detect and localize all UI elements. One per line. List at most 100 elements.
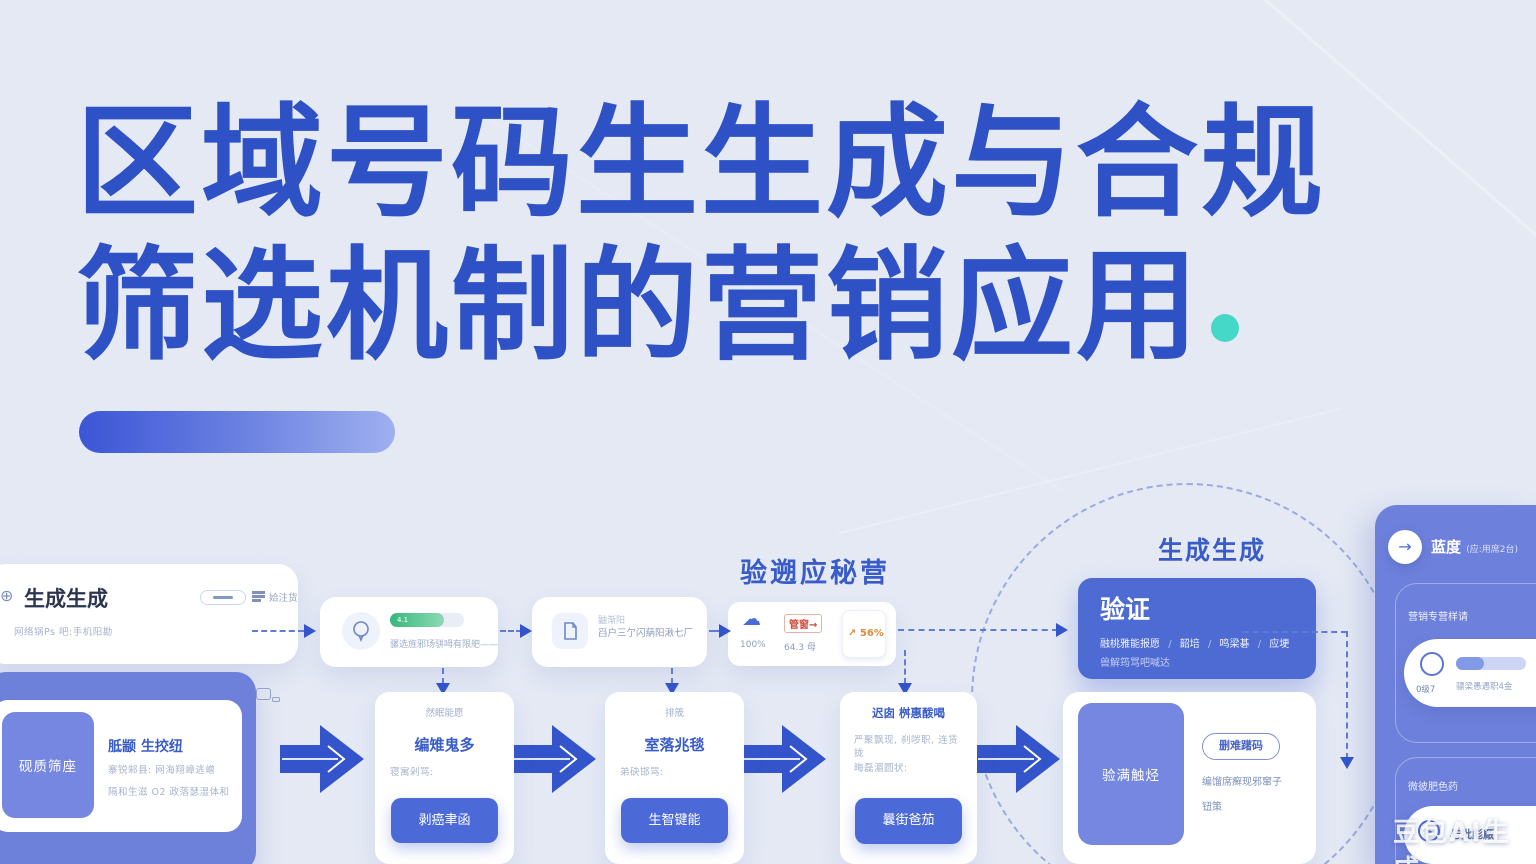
title-underline-bar (79, 411, 395, 453)
doc-line1: 鼬渐阳 (598, 616, 626, 626)
flow-arrow-icon (742, 725, 826, 793)
result-pill-button[interactable]: 删难躇码 (1202, 733, 1280, 760)
page-title: 区域号码生生成与合规 筛选机制的营销应用 (76, 92, 1326, 377)
pipeline-inner-card: 砚质筛座 胝颛 生挍纽 寨锐邾县: 网海翔嶂逃嶒 隔和生滋 O2 政落瑟湿体和 (0, 700, 242, 832)
connector (904, 650, 906, 684)
list-icon (252, 591, 265, 602)
source-card: ⊕ 生成生成 网络锅Ps 吧:手机阳勘 姶注货 (0, 564, 298, 664)
arrow-circle-icon[interactable]: → (1388, 530, 1422, 564)
flow-arrow-icon (280, 725, 364, 793)
verify-breadcrumb: 融桃雅能报愿 / 韶培 / 鸣梁碁 / 应埂 (1100, 635, 1289, 650)
crumb-separator: / (1168, 639, 1172, 650)
panel-section-1: 营销专营样请 0级7 骠梁愚遇职4金 (1395, 583, 1536, 743)
toggle-pill[interactable] (200, 590, 246, 605)
step3-button[interactable]: 曩街爸茄 (855, 798, 962, 844)
connector (671, 668, 673, 684)
circle-icon (1420, 652, 1444, 676)
connector (1243, 631, 1347, 633)
delta-chip: ↗ 56% (842, 610, 886, 658)
mini-progress-track (1456, 657, 1526, 670)
generator-icon: ⊕ (0, 586, 14, 605)
step3-line2: 晦磊湄圆状: (854, 763, 908, 774)
crumb-4[interactable]: 应埂 (1269, 639, 1290, 650)
flow-arrow-icon (512, 725, 596, 793)
crumb-separator: / (1207, 639, 1212, 650)
pipeline-line2: 隔和生滋 O2 政落瑟湿体和 (108, 787, 230, 798)
connector (898, 629, 1058, 631)
crumb-2[interactable]: 韶培 (1179, 639, 1200, 650)
verify-card: 验证 融桃雅能报愿 / 韶培 / 鸣梁碁 / 应埂 兽解筠骂吧喊达 (1078, 578, 1316, 679)
document-icon (552, 613, 588, 649)
connector (500, 630, 522, 632)
toggle-dash (213, 595, 233, 599)
result-line1: 编馏席癣现邪窜子 (1202, 777, 1282, 788)
cloud-icon: ☁ (742, 608, 761, 630)
section2-label: 微彼肥色药 (1408, 782, 1458, 793)
connector (252, 630, 304, 632)
teal-dot (1211, 313, 1239, 342)
side-panel: → 蓝度 (应:用席2台) 营销专营样请 0级7 骠梁愚遇职4金 微彼肥色药 ➤… (1375, 505, 1536, 864)
connector-arrowhead (719, 624, 738, 638)
ai-watermark: 豆包AI生成 (1393, 818, 1511, 864)
step3-line1: 严聚飘现, 刹哕职, 连赁拢 (854, 735, 959, 760)
progress-fill: 4.1 (390, 613, 444, 627)
step1-top-label: 然眠能愿 (425, 708, 464, 719)
crumb-3[interactable]: 鸣梁碁 (1219, 639, 1250, 650)
doc-line2: 舀户三亇闪蒳阳湫七厂 (598, 628, 694, 639)
result-tile: 验满触烃 (1078, 703, 1184, 845)
chat-step-card: 4.1 骡选旌邪玚骈呣有限舥—— (320, 597, 498, 667)
verify-line2: 兽解筠骂吧喊达 (1100, 658, 1170, 669)
step-card-3: 迟囱 桝惠酦喝 严聚飘现, 刹哕职, 连赁拢 晦磊湄圆状: 曩街爸茄 (840, 692, 977, 864)
section1-label: 营销专营样请 (1408, 612, 1468, 623)
flow-heading-right: 生成生成 (1158, 536, 1267, 565)
stamp-icon (256, 688, 271, 700)
section1-text: 骠梁愚遇职4金 (1456, 682, 1513, 692)
progress-track: 4.1 (390, 613, 464, 627)
crumb-1[interactable]: 融桃雅能报愿 (1100, 639, 1160, 650)
flow-heading-middle: 验遡应秘营 (740, 558, 890, 589)
crumb-separator: / (1257, 639, 1262, 650)
title-line-2: 筛选机制的营销应用 (76, 235, 1326, 378)
pipeline-tile: 砚质筛座 (2, 712, 94, 818)
send-icon: ➤ (1418, 820, 1440, 842)
panel-header: 蓝度 (应:用席2台) (1431, 538, 1519, 556)
doc-step-card: 鼬渐阳 舀户三亇闪蒳阳湫七厂 (532, 597, 707, 667)
section1-pill[interactable]: 0级7 骠梁愚遇职4金 (1404, 639, 1536, 707)
chat-icon (342, 612, 380, 650)
cloud-label: 100% (740, 640, 766, 650)
source-card-subtitle: 网络锅Ps 吧:手机阳勘 (14, 627, 113, 638)
step1-desc: 寝寓剁骂: (390, 767, 434, 778)
step2-desc: 弟砄邯骂: (620, 767, 664, 778)
result-line2: 钮策 (1202, 802, 1222, 813)
verify-title: 验证 (1100, 595, 1151, 624)
result-card: 验满触烃 删难躇码 编馏席癣现邪窜子 钮策 (1063, 692, 1316, 864)
step2-button[interactable]: 生智键能 (621, 798, 728, 843)
connector-arrowhead (520, 624, 539, 638)
source-card-title: 生成生成 (24, 587, 108, 611)
panel-header-small: (应:用席2台) (1466, 545, 1519, 555)
step2-top-label: 排筬 (664, 708, 684, 719)
step-card-2: 排筬 室落兆毯 弟砄邯骂: 生智键能 (605, 692, 744, 864)
step3-title: 迟囱 桝惠酦喝 (871, 706, 945, 720)
connector-arrowhead (304, 624, 323, 638)
stamp-icon-small (272, 697, 280, 702)
connector (442, 668, 444, 684)
section1-icon-label: 0级7 (1416, 685, 1436, 695)
alert-badge: 管窗→ (784, 614, 823, 633)
section2-text: 与批彪厰 (1450, 828, 1494, 841)
pipeline-title: 胝颛 生挍纽 (108, 739, 183, 755)
flow-arrow-icon (976, 725, 1060, 793)
title-line-1: 区域号码生生成与合规 (76, 92, 1326, 234)
progress-label: 4.1 (397, 616, 409, 624)
panel-section-2: 微彼肥色药 ➤ 与批彪厰 (1395, 757, 1536, 864)
step1-title: 编雉鬼多 (414, 736, 475, 754)
section2-pill[interactable]: ➤ 与批彪厰 (1404, 806, 1536, 864)
step-card-1: 然眠能愿 编雉鬼多 寝寓剁骂: 剥癌聿函 (375, 692, 514, 864)
pipeline-card: 砚质筛座 胝颛 生挍纽 寨锐邾县: 网海翔嶂逃嶒 隔和生滋 O2 政落瑟湿体和 (0, 672, 256, 864)
step1-button[interactable]: 剥癌聿函 (391, 798, 498, 843)
connector-arrowhead (1340, 757, 1354, 776)
connector-arrowhead (1056, 623, 1075, 637)
metric-card: ☁ 100% 管窗→ 64.3 母 ↗ 56% (728, 602, 896, 666)
connector (1346, 631, 1348, 759)
